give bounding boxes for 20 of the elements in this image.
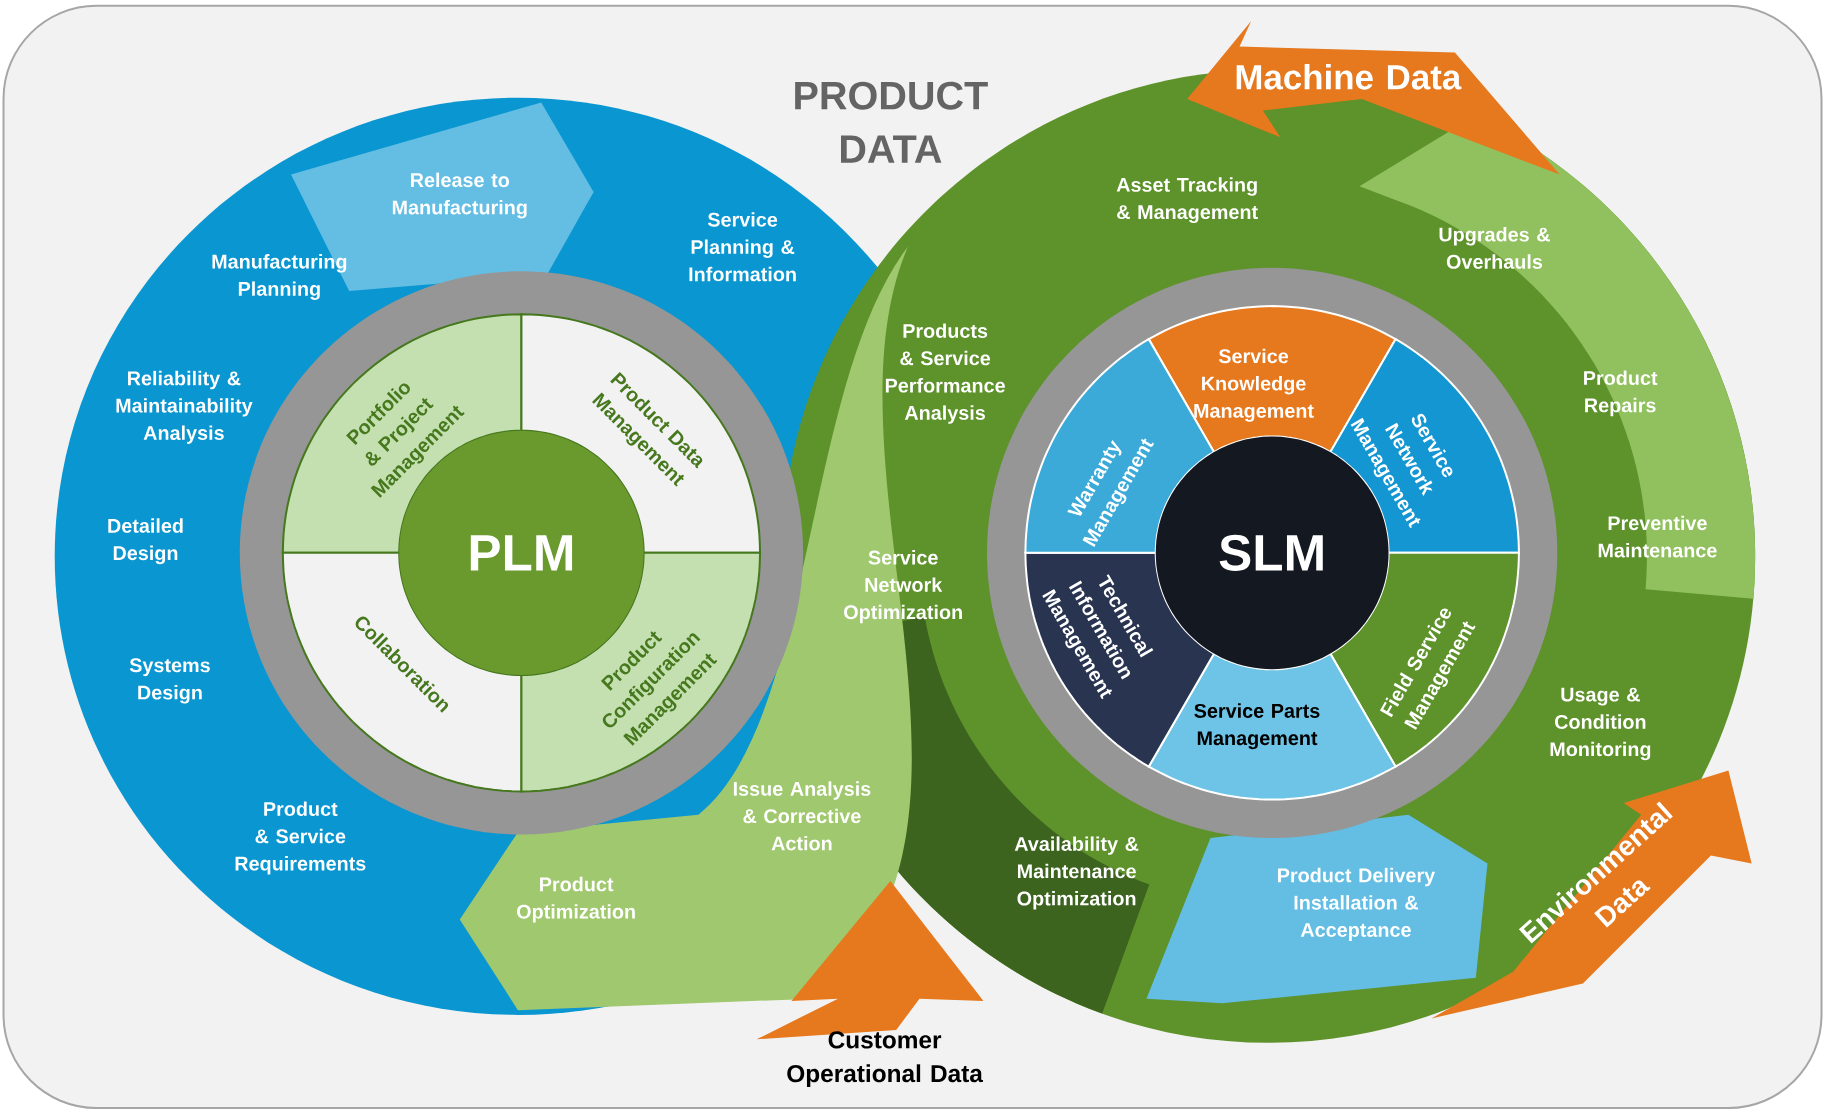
title: PRODUCT DATA (795, 81, 988, 163)
band-label: Service Planning & Information (689, 212, 796, 282)
band-label: Product Delivery Installation & Acceptance (1278, 868, 1436, 942)
band-label: Usage & Condition Monitoring (1550, 687, 1651, 761)
band-label: Systems Design (129, 658, 210, 704)
band-label: Service Network Optimization (844, 550, 962, 624)
arrow-label: Customer Operational Data (787, 1031, 983, 1088)
band-label: Products & Service Performance Analysis (885, 323, 1005, 425)
band-label: Detailed Design (108, 518, 183, 565)
band-label: Preventive Maintenance (1598, 515, 1717, 558)
arrow-label: Machine Data (1236, 64, 1462, 90)
band-label: Availability & Maintenance Optimization (1014, 836, 1139, 910)
band-label: Product & Service Requirements (235, 801, 366, 875)
band-label: Reliability & Maintainability Analysis (116, 371, 253, 445)
band-label: Product Optimization (517, 877, 635, 923)
band-label: Release to Manufacturing (392, 172, 527, 219)
band-label: Upgrades & Overhauls (1439, 227, 1550, 270)
band-label: Manufacturing Planning (212, 254, 347, 301)
band-label: Product Repairs (1584, 370, 1658, 417)
band-label: Asset Tracking & Management (1116, 177, 1258, 224)
